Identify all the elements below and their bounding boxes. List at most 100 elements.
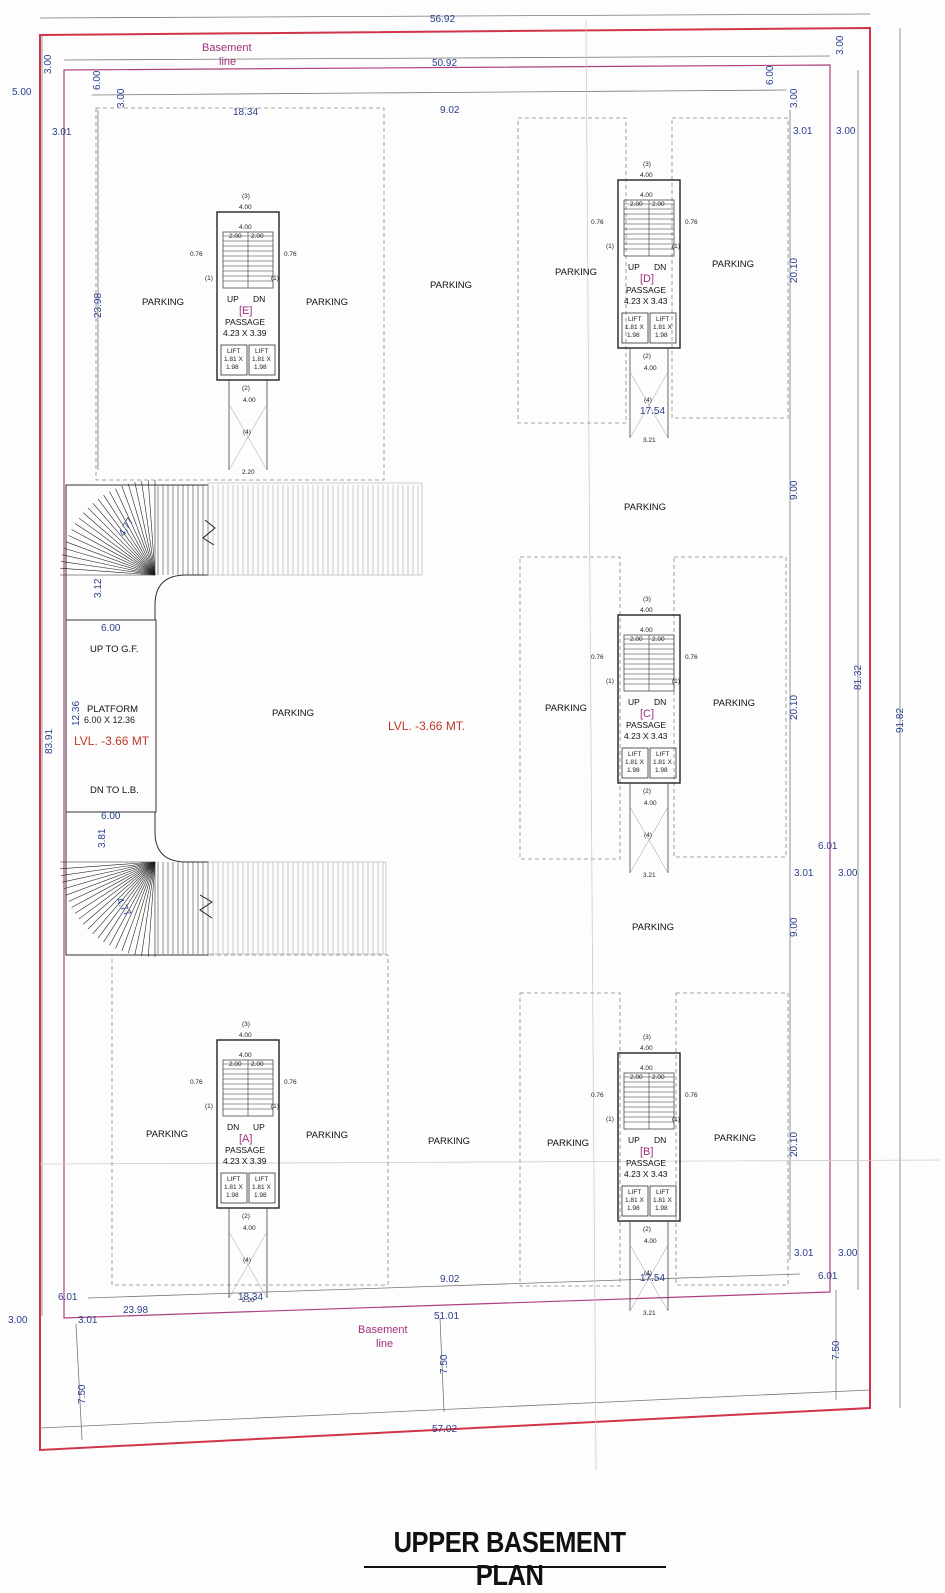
svg-text:4.00: 4.00 bbox=[239, 1052, 252, 1059]
svg-text:(1): (1) bbox=[672, 1116, 680, 1123]
svg-text:(2): (2) bbox=[643, 1226, 651, 1233]
dim-right-601: 6.01 bbox=[818, 841, 838, 852]
svg-text:UP: UP bbox=[628, 1135, 640, 1145]
platform-size-label: 6.00 X 12.36 bbox=[84, 715, 135, 725]
svg-text:4.00: 4.00 bbox=[640, 607, 653, 614]
basement-line-label-top-1: Basement bbox=[202, 42, 252, 54]
dim-ramp-312: 3.12 bbox=[93, 578, 104, 598]
svg-text:4.23 X 3.43: 4.23 X 3.43 bbox=[624, 731, 668, 741]
svg-text:(4): (4) bbox=[243, 1257, 251, 1264]
dim-right-2010-3: 20.10 bbox=[789, 1132, 800, 1157]
svg-text:2.00: 2.00 bbox=[229, 1061, 242, 1068]
parking-label-4: PARKING bbox=[555, 267, 597, 278]
dim-right-overall: 91.82 bbox=[895, 708, 906, 733]
property-boundary bbox=[39, 26, 871, 1452]
dim-right-inner: 81.32 bbox=[853, 665, 864, 690]
dim-tr-inner-300: 3.00 bbox=[789, 88, 800, 108]
parking-label-12: PARKING bbox=[306, 1130, 348, 1141]
svg-text:2.00: 2.00 bbox=[630, 1074, 643, 1081]
svg-text:1.98: 1.98 bbox=[627, 332, 640, 339]
svg-text:3.21: 3.21 bbox=[643, 1310, 656, 1317]
svg-text:LIFT: LIFT bbox=[227, 1176, 240, 1183]
svg-text:LIFT: LIFT bbox=[255, 348, 268, 355]
svg-text:LIFT: LIFT bbox=[656, 316, 669, 323]
svg-text:2.20: 2.20 bbox=[242, 1297, 255, 1304]
dim-tr-300: 3.00 bbox=[836, 126, 856, 137]
svg-text:1.81 X: 1.81 X bbox=[625, 324, 644, 331]
svg-text:UP: UP bbox=[628, 697, 640, 707]
svg-text:[D]: [D] bbox=[640, 273, 654, 285]
parking-label-15: PARKING bbox=[714, 1133, 756, 1144]
dim-gap-top: 9.02 bbox=[440, 105, 460, 116]
svg-text:2.20: 2.20 bbox=[242, 469, 255, 476]
dim-bl-301: 3.01 bbox=[78, 1315, 98, 1326]
svg-text:1.81 X: 1.81 X bbox=[252, 356, 271, 363]
dim-block-height-left: 23.98 bbox=[93, 293, 104, 318]
svg-text:0.76: 0.76 bbox=[591, 654, 604, 661]
svg-text:1.81 X: 1.81 X bbox=[224, 1184, 243, 1191]
svg-text:0.76: 0.76 bbox=[685, 1092, 698, 1099]
dim-block-width-top: 18.34 bbox=[233, 107, 258, 118]
svg-text:(1): (1) bbox=[672, 678, 680, 685]
svg-text:(2): (2) bbox=[242, 1213, 250, 1220]
parking-label-11: PARKING bbox=[146, 1129, 188, 1140]
svg-text:0.76: 0.76 bbox=[284, 1079, 297, 1086]
svg-text:[C]: [C] bbox=[640, 708, 654, 720]
svg-text:4.00: 4.00 bbox=[239, 1032, 252, 1039]
parking-label-1: PARKING bbox=[142, 297, 184, 308]
parking-label-14: PARKING bbox=[547, 1138, 589, 1149]
svg-text:0.76: 0.76 bbox=[284, 251, 297, 258]
svg-text:LIFT: LIFT bbox=[656, 1189, 669, 1196]
svg-text:(1): (1) bbox=[271, 275, 279, 282]
dim-tl-300-left: 3.00 bbox=[43, 54, 54, 74]
svg-text:(3): (3) bbox=[242, 193, 250, 200]
svg-text:0.76: 0.76 bbox=[685, 654, 698, 661]
basement-line-label-bottom-1: Basement bbox=[358, 1324, 408, 1336]
ramp-up-label: UP TO G.F. bbox=[90, 644, 139, 655]
dim-right-601-bottom: 6.01 bbox=[818, 1271, 838, 1282]
svg-text:1.98: 1.98 bbox=[655, 767, 668, 774]
dim-tr-301: 3.01 bbox=[793, 126, 813, 137]
svg-text:DN: DN bbox=[654, 1135, 666, 1145]
svg-text:(1): (1) bbox=[606, 243, 614, 250]
svg-text:LIFT: LIFT bbox=[628, 751, 641, 758]
svg-text:1.81 X: 1.81 X bbox=[252, 1184, 271, 1191]
svg-text:PASSAGE: PASSAGE bbox=[225, 1145, 265, 1155]
svg-text:LIFT: LIFT bbox=[656, 751, 669, 758]
svg-text:4.00: 4.00 bbox=[640, 172, 653, 179]
dim-right-2010-1: 20.10 bbox=[789, 258, 800, 283]
svg-text:2.00: 2.00 bbox=[630, 636, 643, 643]
svg-text:4.00: 4.00 bbox=[239, 204, 252, 211]
basement-line-label-top-2: line bbox=[219, 56, 236, 68]
svg-text:(1): (1) bbox=[606, 1116, 614, 1123]
labels: Basement line Basement line PARKING PARK… bbox=[74, 42, 756, 1350]
svg-text:1.81 X: 1.81 X bbox=[625, 1197, 644, 1204]
svg-text:2.00: 2.00 bbox=[652, 201, 665, 208]
svg-text:4.23 X 3.39: 4.23 X 3.39 bbox=[223, 328, 267, 338]
svg-text:LIFT: LIFT bbox=[227, 348, 240, 355]
svg-text:1.81 X: 1.81 X bbox=[653, 324, 672, 331]
svg-text:1.98: 1.98 bbox=[254, 1192, 267, 1199]
svg-text:(4): (4) bbox=[644, 832, 652, 839]
svg-text:(3): (3) bbox=[643, 1034, 651, 1041]
svg-text:4.00: 4.00 bbox=[243, 397, 256, 404]
dim-setback-left: 7.50 bbox=[77, 1384, 88, 1404]
dim-right-301-mid: 3.01 bbox=[794, 868, 814, 879]
svg-text:1.81 X: 1.81 X bbox=[625, 759, 644, 766]
svg-text:UP: UP bbox=[628, 262, 640, 272]
parking-label-8: PARKING bbox=[545, 703, 587, 714]
svg-text:UP: UP bbox=[253, 1122, 265, 1132]
svg-text:[B]: [B] bbox=[640, 1146, 653, 1158]
ramp bbox=[60, 480, 423, 957]
svg-text:0.76: 0.76 bbox=[190, 1079, 203, 1086]
dim-right-301-bottom: 3.01 bbox=[794, 1248, 814, 1259]
svg-text:(4): (4) bbox=[644, 1270, 652, 1277]
svg-text:4.00: 4.00 bbox=[640, 192, 653, 199]
svg-text:2.00: 2.00 bbox=[229, 233, 242, 240]
dim-tl-edge: 5.00 bbox=[12, 87, 32, 98]
svg-text:1.98: 1.98 bbox=[627, 1205, 640, 1212]
dim-right-block-width-bottom: 17.54 bbox=[640, 1273, 665, 1284]
dim-setback-mid: 7.50 bbox=[439, 1354, 450, 1374]
